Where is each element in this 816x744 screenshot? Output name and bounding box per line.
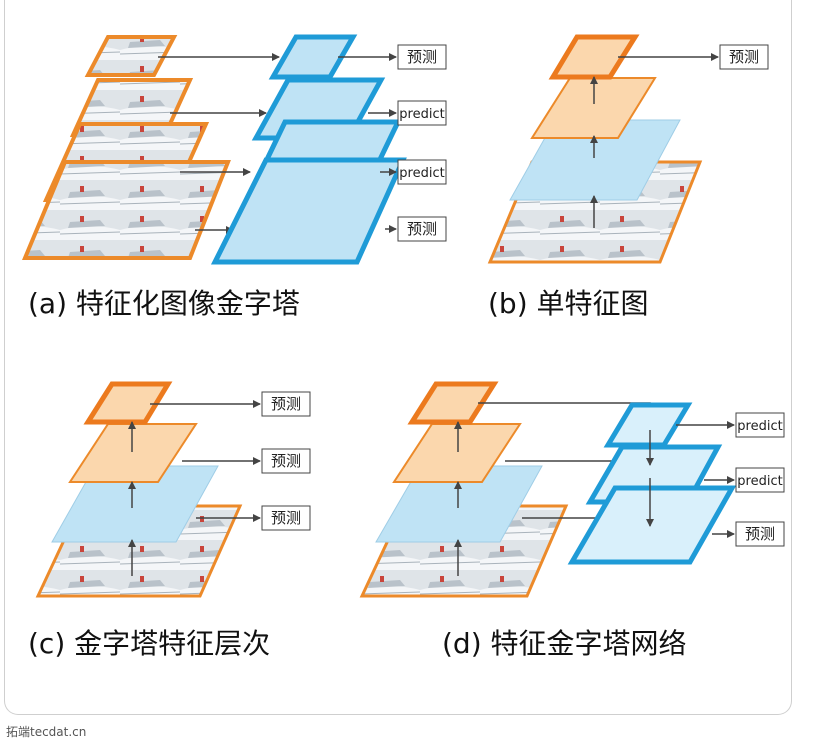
output-box	[397, 100, 447, 126]
panel-c-caption: (c) 金字塔特征层次	[28, 627, 270, 660]
panel-b-caption: (b) 单特征图	[488, 287, 649, 320]
panel-c: 预测 预测 预测 (c) 金字塔特征层次	[28, 381, 311, 660]
feature-map-top	[83, 381, 173, 425]
output-label: predict	[399, 107, 444, 122]
feature-map-blue	[509, 119, 681, 201]
feature-map-top	[548, 34, 640, 80]
output-box	[735, 412, 785, 438]
output-label: 预测	[271, 509, 301, 527]
feature-map-orange	[68, 423, 198, 483]
output-box	[261, 448, 311, 474]
output-box	[735, 521, 785, 547]
panel-d-caption: (d) 特征金字塔网络	[442, 627, 687, 660]
output-label: 预测	[729, 48, 759, 66]
output-box	[261, 391, 311, 417]
output-label: 预测	[407, 220, 437, 238]
source-watermark: 拓端tecdat.cn	[6, 725, 87, 739]
output-box	[735, 467, 785, 493]
feature-map-orange	[392, 423, 522, 483]
feature-map-top	[407, 381, 499, 425]
panel-a: 预测 predict predict 预测 (a) 特征化图像金字塔	[22, 34, 447, 320]
output-label: 预测	[271, 452, 301, 470]
output-label: predict	[737, 419, 782, 434]
feature-map-1	[268, 34, 358, 80]
image-level-4	[22, 160, 231, 260]
output-label: 预测	[271, 395, 301, 413]
image-level-1	[84, 35, 178, 77]
output-label: predict	[737, 474, 782, 489]
output-label: 预测	[407, 48, 437, 66]
output-label: 预测	[745, 525, 775, 543]
output-box	[261, 505, 311, 531]
output-box	[397, 216, 447, 242]
feature-map-orange	[530, 77, 657, 139]
output-box	[397, 159, 447, 185]
feature-map-blue	[51, 465, 219, 543]
output-box	[719, 44, 769, 70]
feature-map-4	[210, 157, 407, 265]
output-box	[397, 44, 447, 70]
panel-a-caption: (a) 特征化图像金字塔	[28, 287, 300, 320]
output-label: predict	[399, 166, 444, 181]
panel-b: 预测 (b) 单特征图	[487, 34, 769, 320]
feature-map-blue	[375, 465, 543, 543]
panel-d: predict predict 预测 (d) 特征金字塔网络	[359, 381, 785, 660]
